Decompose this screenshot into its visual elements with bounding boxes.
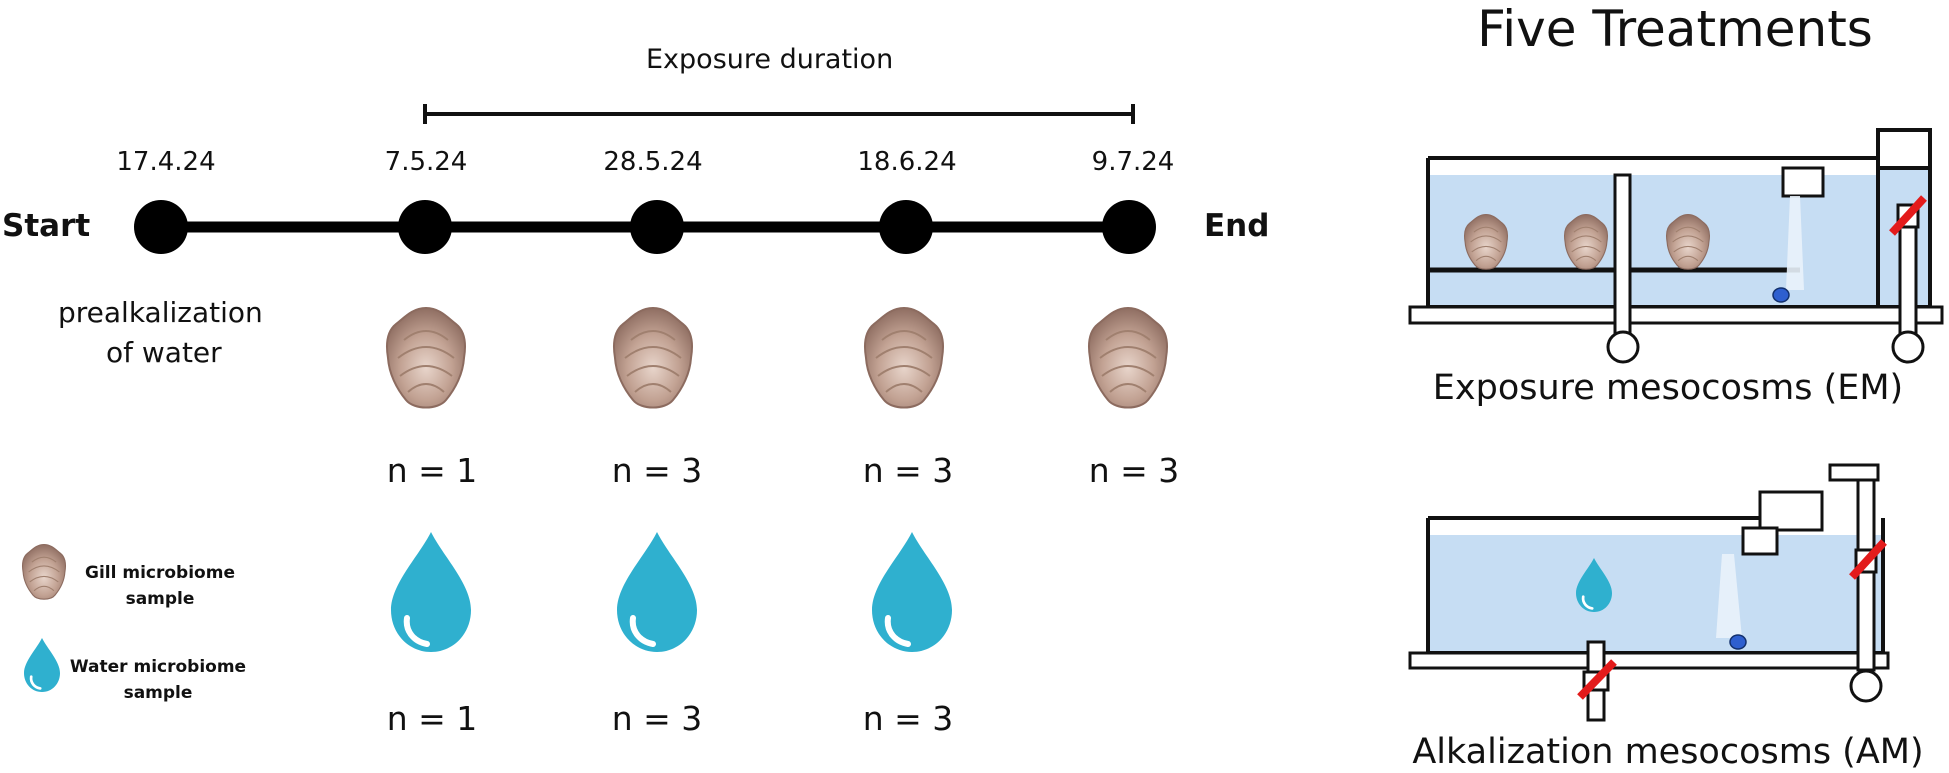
water-drop-icon <box>391 532 471 652</box>
gill-count-1: n = 1 <box>386 451 478 490</box>
am-label: Alkalization mesocosms (AM) <box>1412 732 1924 772</box>
start-label: Start <box>2 208 91 244</box>
em-tank-diagram <box>1408 128 1944 364</box>
date-label-3: 28.5.24 <box>603 147 703 177</box>
timeline-node-2 <box>398 200 452 254</box>
gill-count-3: n = 3 <box>862 451 954 490</box>
date-label-2: 7.5.24 <box>384 147 468 177</box>
timeline-node-5 <box>1102 200 1156 254</box>
am-tank-diagram <box>1408 463 1890 722</box>
date-label-5: 9.7.24 <box>1091 147 1175 177</box>
legend-drop-icon <box>22 636 62 694</box>
water-drop-icon <box>872 532 952 652</box>
em-label: Exposure mesocosms (EM) <box>1432 368 1904 408</box>
treatments-title: Five Treatments <box>1477 0 1873 58</box>
legend-oyster-icon <box>21 543 67 600</box>
date-label-1: 17.4.24 <box>116 147 216 177</box>
legend-water-line1: Water microbiome <box>69 657 247 677</box>
water-count-1: n = 1 <box>386 699 478 738</box>
water-count-2: n = 3 <box>611 699 703 738</box>
legend-gill-line2: sample <box>125 589 195 609</box>
prealkalization-label-line1: prealkalization <box>58 296 263 329</box>
water-count-3: n = 3 <box>862 699 954 738</box>
gill-count-2: n = 3 <box>611 451 703 490</box>
oyster-icon <box>385 307 467 409</box>
timeline-node-1 <box>134 200 188 254</box>
timeline-node-4 <box>879 200 933 254</box>
prealkalization-label-line2: of water <box>106 336 222 369</box>
water-drop-icon <box>617 532 697 652</box>
oyster-icon <box>1087 307 1169 409</box>
timeline-node-3 <box>630 200 684 254</box>
legend-water-line2: sample <box>123 683 193 703</box>
oyster-icon <box>863 307 945 409</box>
oyster-icon <box>612 307 694 409</box>
exposure-bracket <box>423 104 1135 124</box>
exposure-duration-label: Exposure duration <box>646 44 894 75</box>
gill-count-4: n = 3 <box>1088 451 1180 490</box>
date-label-4: 18.6.24 <box>857 147 957 177</box>
legend-gill-line1: Gill microbiome <box>85 563 235 583</box>
end-label: End <box>1204 208 1270 244</box>
